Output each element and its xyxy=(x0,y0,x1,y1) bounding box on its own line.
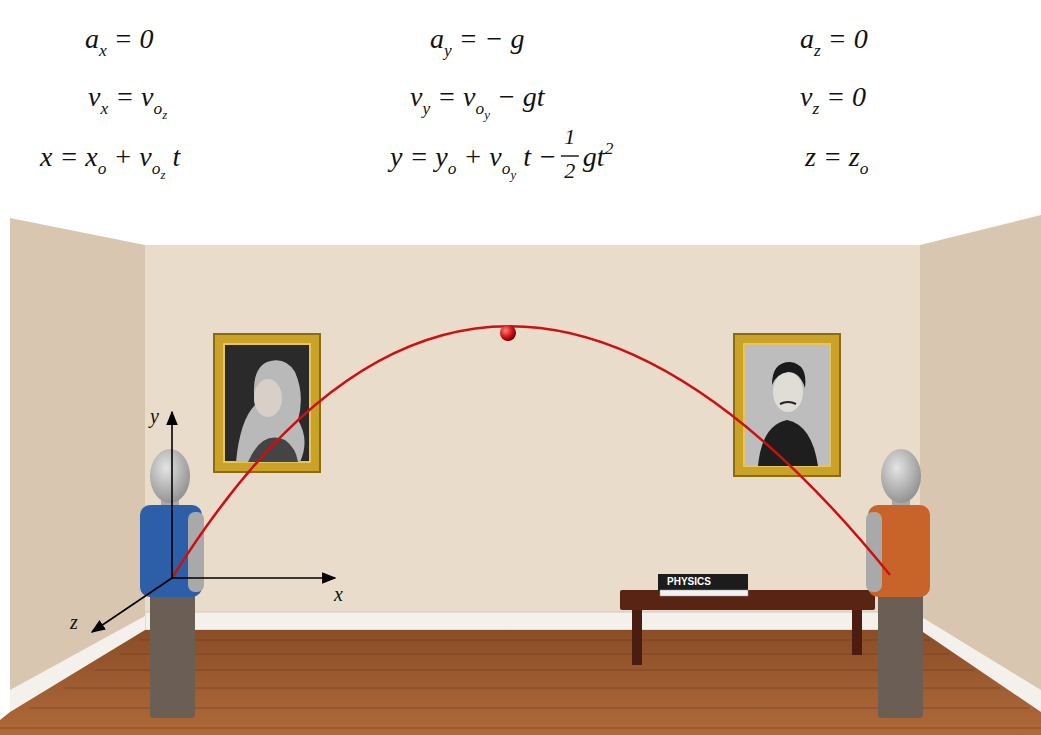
equation: z = zo xyxy=(805,140,868,174)
einstein-portrait xyxy=(734,334,840,476)
equation: vz = 0 xyxy=(800,80,866,114)
right-person xyxy=(866,449,930,718)
equation: vy = voy − gt xyxy=(410,80,545,114)
book-title: PHYSICS xyxy=(667,576,711,588)
fraction-denominator: 2 xyxy=(564,158,575,184)
trajectory-curve xyxy=(172,326,890,578)
baseboard xyxy=(145,612,920,630)
ball xyxy=(500,325,516,341)
back-wall xyxy=(145,245,920,630)
equation: x = xo + voz t xyxy=(40,140,180,174)
equation: gt2 xyxy=(583,140,613,174)
equation: ax = 0 xyxy=(85,22,154,56)
fraction-numerator: 1 xyxy=(564,124,575,150)
fraction-layer xyxy=(561,156,579,157)
axis-label: z xyxy=(70,610,78,634)
axis-label: x xyxy=(334,582,343,606)
coordinate-axes xyxy=(92,412,335,632)
equation: vx = voz xyxy=(88,80,167,114)
physics-book xyxy=(658,574,748,596)
fraction-bar xyxy=(561,155,579,156)
equation: ay = − g xyxy=(430,22,525,56)
equation: y = yo + voy t − xyxy=(390,140,557,174)
ceiling-band xyxy=(0,0,1041,245)
axis-label: y xyxy=(150,404,159,428)
equation: az = 0 xyxy=(800,22,868,56)
bench xyxy=(620,590,875,665)
